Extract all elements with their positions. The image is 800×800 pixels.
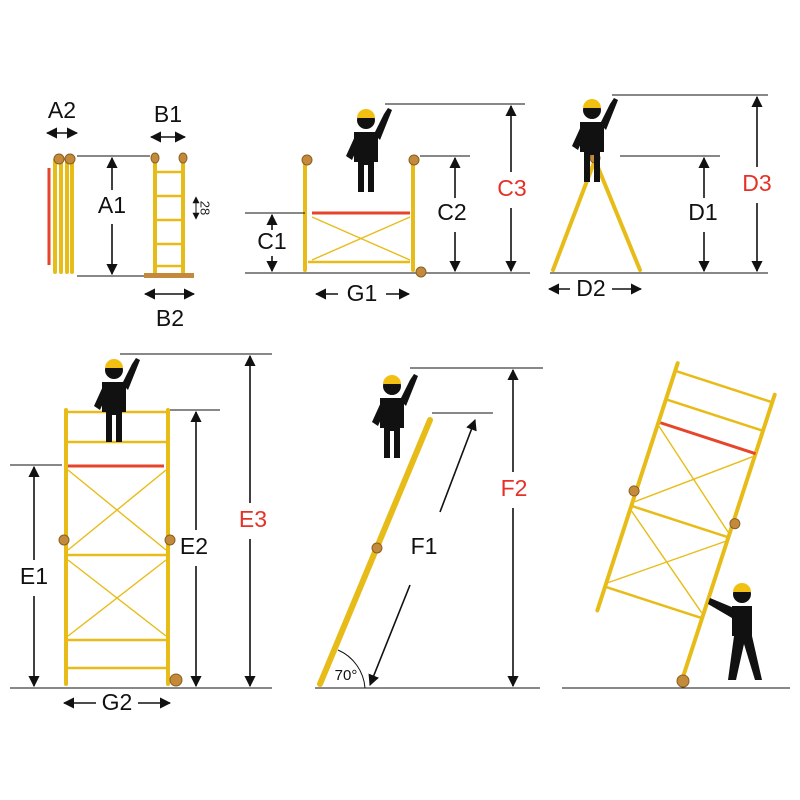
label-e2: E2 bbox=[180, 533, 208, 559]
label-c2: C2 bbox=[437, 199, 466, 225]
label-b2: B2 bbox=[156, 305, 184, 331]
label-e3: E3 bbox=[239, 506, 267, 532]
panel-moving-scaffold bbox=[562, 361, 790, 689]
label-g2: G2 bbox=[102, 689, 133, 715]
label-d1: D1 bbox=[688, 199, 717, 225]
label-a1: A1 bbox=[98, 192, 126, 218]
label-f1: F1 bbox=[411, 533, 438, 559]
label-c3: C3 bbox=[497, 175, 526, 201]
label-g1: G1 bbox=[347, 280, 378, 306]
panel-low-scaffold: C1 C2 C3 G1 bbox=[245, 103, 530, 306]
label-d2: D2 bbox=[576, 275, 605, 301]
panel-folded-ladder: A2 A1 B1 B2 28 bbox=[45, 97, 213, 331]
label-e1: E1 bbox=[20, 563, 48, 589]
label-angle: 70° bbox=[335, 667, 358, 684]
label-a2: A2 bbox=[48, 97, 76, 123]
label-rung-spacing: 28 bbox=[198, 201, 213, 215]
panel-a-frame: D1 D3 D2 bbox=[547, 94, 772, 301]
panel-leaning-ladder: F1 F2 70° bbox=[315, 367, 543, 689]
label-b1: B1 bbox=[154, 101, 182, 127]
label-c1: C1 bbox=[257, 228, 286, 254]
label-d3: D3 bbox=[742, 170, 771, 196]
label-f2: F2 bbox=[501, 475, 528, 501]
panel-tall-scaffold: E1 E2 E3 G2 bbox=[10, 353, 272, 715]
